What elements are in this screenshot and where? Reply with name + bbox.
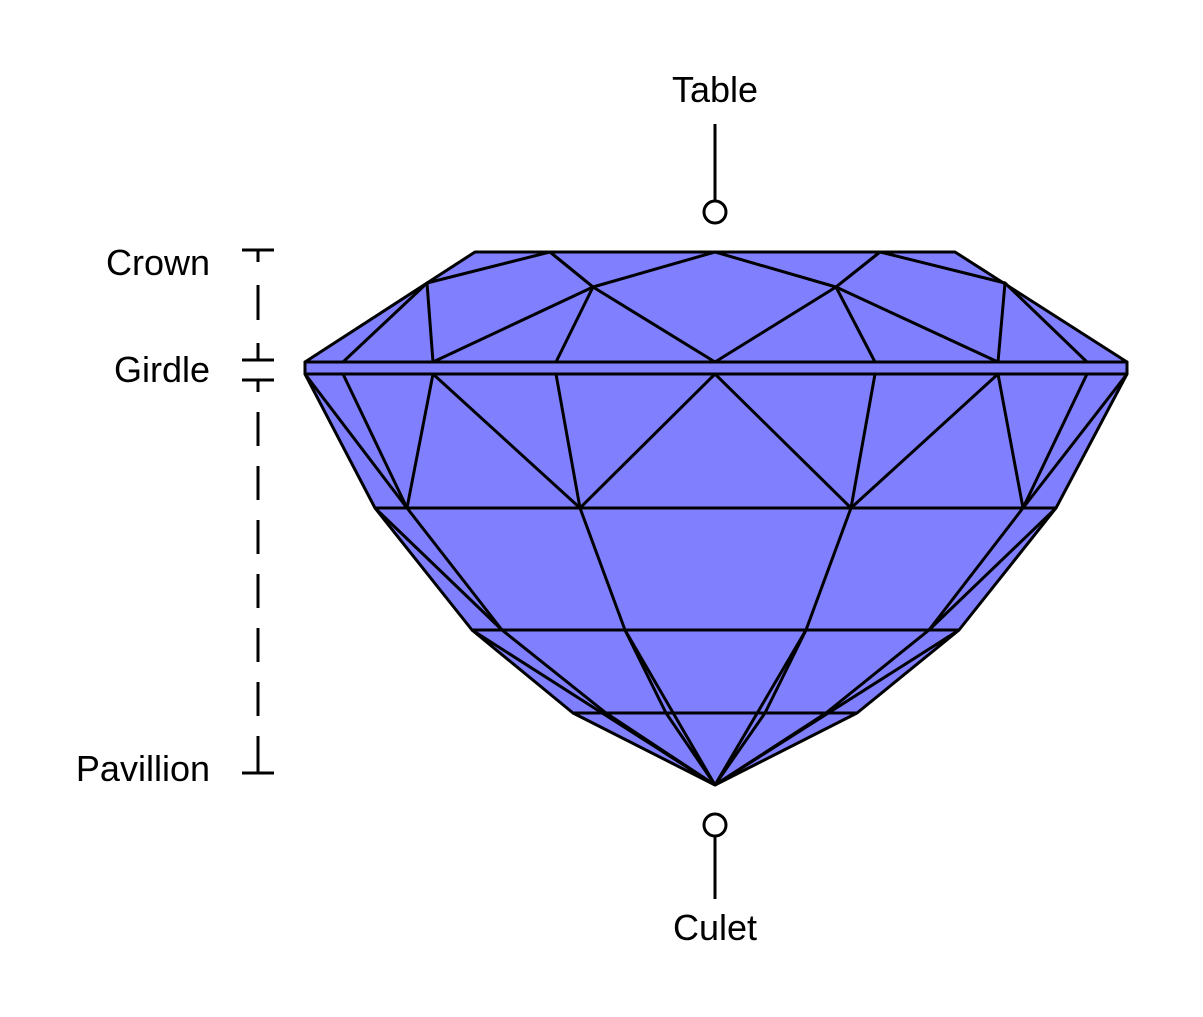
label-table: Table	[672, 69, 758, 110]
label-pavillion: Pavillion	[76, 748, 210, 789]
dimension-brackets	[242, 248, 274, 775]
label-girdle: Girdle	[114, 349, 210, 390]
table-pointer	[702, 124, 728, 225]
pavilion-facets	[303, 372, 1129, 787]
girdle-band	[303, 360, 1129, 376]
table-marker-circle	[702, 199, 728, 225]
culet-pointer	[702, 812, 728, 899]
crown-facet-lines	[341, 250, 1089, 364]
label-culet: Culet	[673, 907, 757, 948]
culet-marker-circle	[702, 812, 728, 838]
label-crown: Crown	[106, 242, 210, 283]
gemstone	[303, 250, 1129, 787]
pavilion-facet-lines	[303, 372, 1129, 787]
